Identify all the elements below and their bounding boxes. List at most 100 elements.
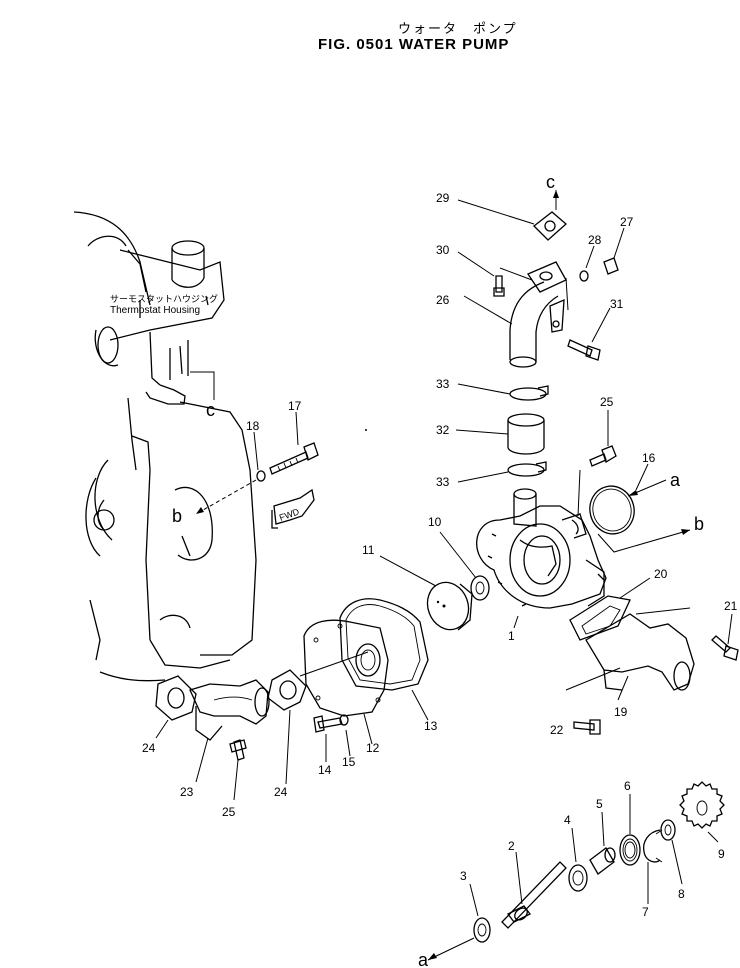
part-label-30: 30 xyxy=(436,243,450,257)
leader-25-lower xyxy=(233,759,239,801)
leader-33-lower xyxy=(457,471,509,483)
leader-9 xyxy=(707,831,719,843)
bolt-17 xyxy=(269,442,319,475)
o-ring-16-inner xyxy=(592,488,632,532)
part-label-32: 32 xyxy=(436,423,450,437)
part-label-3: 3 xyxy=(460,869,467,883)
gear-9 xyxy=(679,781,725,829)
part-label-25-upper: 25 xyxy=(600,395,614,409)
part-label-29: 29 xyxy=(436,191,450,205)
dot-mark xyxy=(365,429,367,431)
part-label-33-lower: 33 xyxy=(436,475,450,489)
part-label-28: 28 xyxy=(588,233,602,247)
part-label-24-right: 24 xyxy=(274,785,288,799)
leader-21 xyxy=(727,613,733,645)
part-label-2: 2 xyxy=(508,839,515,853)
leader-16 xyxy=(635,463,649,491)
leader-28-link xyxy=(565,277,569,311)
pump-body-1 xyxy=(476,488,607,609)
bolt-21 xyxy=(711,635,739,661)
snap-ring-7-tips xyxy=(655,829,663,863)
part-label-8: 8 xyxy=(678,887,685,901)
leader-4 xyxy=(571,827,577,863)
arrow-a-bottom-icon xyxy=(428,953,437,960)
gasket-29 xyxy=(533,211,567,241)
part-label-26: 26 xyxy=(436,293,450,307)
collar-8 xyxy=(660,819,676,841)
leader-17 xyxy=(295,411,299,446)
snap-ring-7 xyxy=(642,829,661,863)
ref-a-bottom: a xyxy=(418,950,429,968)
leader-26 xyxy=(463,295,513,325)
part-label-12: 12 xyxy=(366,741,380,755)
leader-2 xyxy=(515,851,523,905)
fwd-arrow-icon xyxy=(271,488,315,529)
hose-32 xyxy=(507,413,545,455)
hose-clamp-33-upper xyxy=(509,385,549,401)
shaft-2 xyxy=(501,861,567,929)
bolt-25-upper xyxy=(589,445,617,467)
leader-12 xyxy=(363,713,373,745)
leader-33-upper xyxy=(457,383,511,395)
leader-32 xyxy=(455,429,509,435)
thermostat-label-en: Thermostat Housing xyxy=(110,305,200,316)
leader-23 xyxy=(195,737,209,783)
link-24-12 xyxy=(299,651,369,677)
bolt-22 xyxy=(573,719,601,735)
leader-10 xyxy=(439,531,477,579)
part-label-24-left: 24 xyxy=(142,741,156,755)
leader-20 xyxy=(619,577,651,599)
leader-28 xyxy=(585,245,595,269)
bearing-3 xyxy=(473,917,491,943)
ref-b-right: b xyxy=(694,514,704,534)
leader-11 xyxy=(379,555,437,587)
leader-30-link xyxy=(499,267,533,281)
part-label-22: 22 xyxy=(550,723,564,737)
part-label-14: 14 xyxy=(318,763,332,777)
spacer-5 xyxy=(589,847,616,875)
leader-30 xyxy=(457,251,495,277)
part-label-20: 20 xyxy=(654,567,668,581)
part-label-21: 21 xyxy=(724,599,738,613)
elbow-pipe-26 xyxy=(509,261,567,368)
title-japanese: ウォータ ポンプ xyxy=(398,22,518,37)
thermostat-housing xyxy=(94,240,225,405)
part-label-27: 27 xyxy=(620,215,634,229)
gasket-24-left xyxy=(155,675,197,721)
part-label-1: 1 xyxy=(508,629,515,643)
ref-a-right: a xyxy=(670,470,681,490)
leader-c-left xyxy=(190,371,215,400)
part-label-16: 16 xyxy=(642,451,656,465)
thermostat-label-jp: サーモスタットハウジング xyxy=(110,293,218,304)
link-22-19 xyxy=(565,667,621,691)
washer-18 xyxy=(256,470,266,482)
arrow-a-right-icon xyxy=(628,490,638,496)
arrow-c-right-icon xyxy=(553,190,559,198)
arrow-b-left-icon xyxy=(196,507,204,514)
leader-13 xyxy=(411,689,429,721)
leader-b-left xyxy=(195,479,257,515)
bolt-25-lower xyxy=(229,739,247,761)
engine-block-outline xyxy=(73,211,257,682)
ref-b-left: b xyxy=(172,506,182,526)
o-ring-16 xyxy=(589,485,635,535)
part-label-15: 15 xyxy=(342,755,356,769)
bolt-30 xyxy=(493,275,505,297)
bearing-6 xyxy=(619,834,641,866)
leader-27 xyxy=(613,227,625,259)
part-label-31: 31 xyxy=(610,297,624,311)
impeller-10 xyxy=(470,575,490,601)
bolt-31 xyxy=(567,339,601,361)
elbow-19 xyxy=(585,613,695,691)
gasket-13 xyxy=(339,598,429,691)
ref-c-right: c xyxy=(546,172,555,192)
leader-8 xyxy=(671,839,683,885)
leader-24-right xyxy=(285,709,291,785)
washer-28 xyxy=(579,270,589,282)
leader-24-left xyxy=(155,719,169,739)
impeller-plate-11 xyxy=(426,581,473,631)
part-label-13: 13 xyxy=(424,719,438,733)
part-label-4: 4 xyxy=(564,813,571,827)
part-label-5: 5 xyxy=(596,797,603,811)
leader-19 xyxy=(617,675,629,701)
